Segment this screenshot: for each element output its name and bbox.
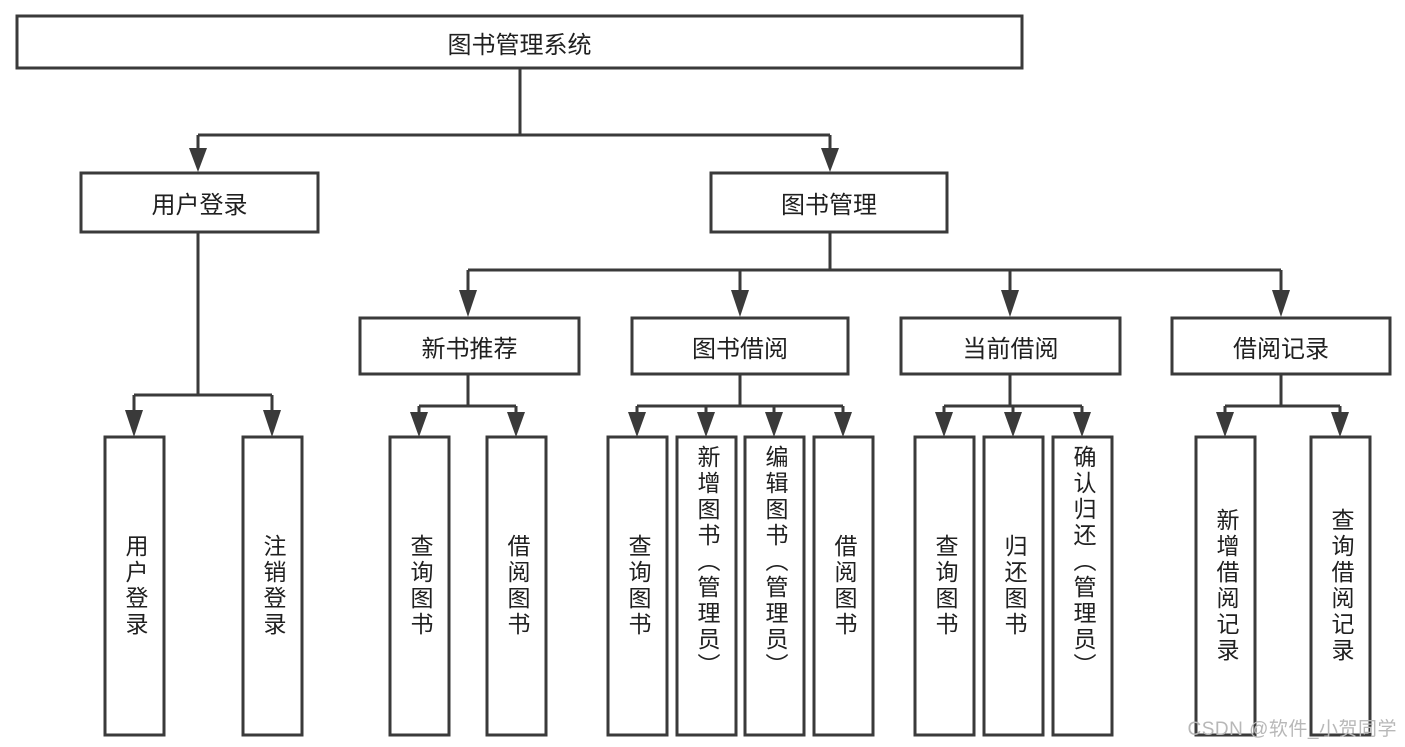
node-box-leaf-7[interactable] — [812, 435, 875, 737]
arrowhead-currentborrow — [1001, 290, 1019, 317]
arrowhead-borrowrecord — [1272, 290, 1290, 317]
arrowhead-leaf-8 — [935, 412, 953, 437]
node-box-currentborrow[interactable] — [899, 316, 1122, 376]
arrowhead-leaf-7 — [834, 412, 852, 437]
arrowhead-bookborrow — [731, 290, 749, 317]
arrowhead-leaf-12 — [1331, 412, 1349, 437]
node-box-leaf-3[interactable] — [485, 435, 548, 737]
node-box-leaf-12[interactable] — [1309, 435, 1372, 737]
node-box-leaf-6[interactable] — [743, 435, 806, 737]
arrowhead-leaf-10 — [1073, 412, 1091, 437]
arrowhead-leaf-2 — [410, 412, 428, 437]
arrowhead-leaf-1 — [263, 410, 281, 437]
arrowhead-user-login — [189, 148, 207, 172]
node-box-bookborrow[interactable] — [630, 316, 850, 376]
arrowhead-leaf-6 — [765, 412, 783, 437]
arrowhead-leaf-11 — [1216, 412, 1234, 437]
node-box-user-login[interactable] — [79, 171, 320, 234]
arrowhead-book-manage — [821, 148, 839, 172]
node-box-leaf-1[interactable] — [241, 435, 304, 737]
arrowhead-leaf-9 — [1004, 412, 1022, 437]
arrowhead-leaf-0 — [125, 410, 143, 437]
node-box-leaf-4[interactable] — [606, 435, 669, 737]
node-box-leaf-9[interactable] — [982, 435, 1045, 737]
node-box-leaf-10[interactable] — [1051, 435, 1114, 737]
node-box-book-manage[interactable] — [709, 171, 949, 234]
csdn-watermark: CSDN @软件_小贺同学 — [1187, 719, 1397, 740]
arrowhead-leaf-5 — [697, 412, 715, 437]
node-box-leaf-11[interactable] — [1194, 435, 1257, 737]
node-box-leaf-5[interactable] — [675, 435, 738, 737]
node-box-leaf-2[interactable] — [388, 435, 451, 737]
node-box-borrowrecord[interactable] — [1170, 316, 1392, 376]
node-box-leaf-8[interactable] — [913, 435, 976, 737]
node-box-leaf-0[interactable] — [103, 435, 166, 737]
arrowhead-leaf-4 — [628, 412, 646, 437]
node-box-root[interactable] — [15, 14, 1024, 70]
node-box-newbook[interactable] — [358, 316, 581, 376]
arrowhead-newbook — [459, 290, 477, 317]
arrowhead-leaf-3 — [507, 412, 525, 437]
